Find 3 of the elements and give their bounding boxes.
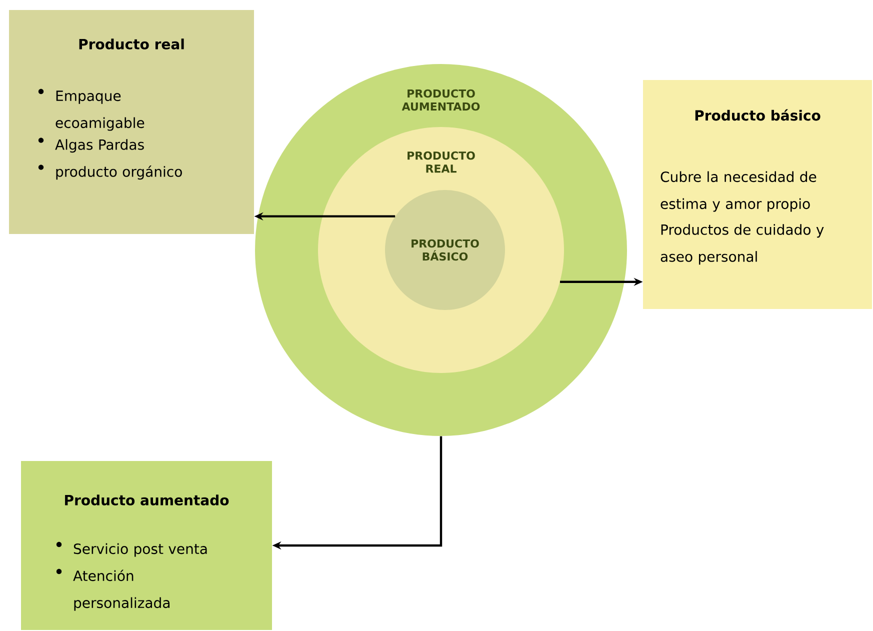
text-box: Producto real Empaque ecoamigable Algas Pardas producto orgánico — [9, 10, 254, 234]
text-box: Producto aumentado Servicio post venta Atención personalizada — [21, 461, 272, 630]
text-box: Producto básico Cubre la necesidad de estima y amor propio Productos de cuidado y aseo personal — [643, 80, 872, 309]
